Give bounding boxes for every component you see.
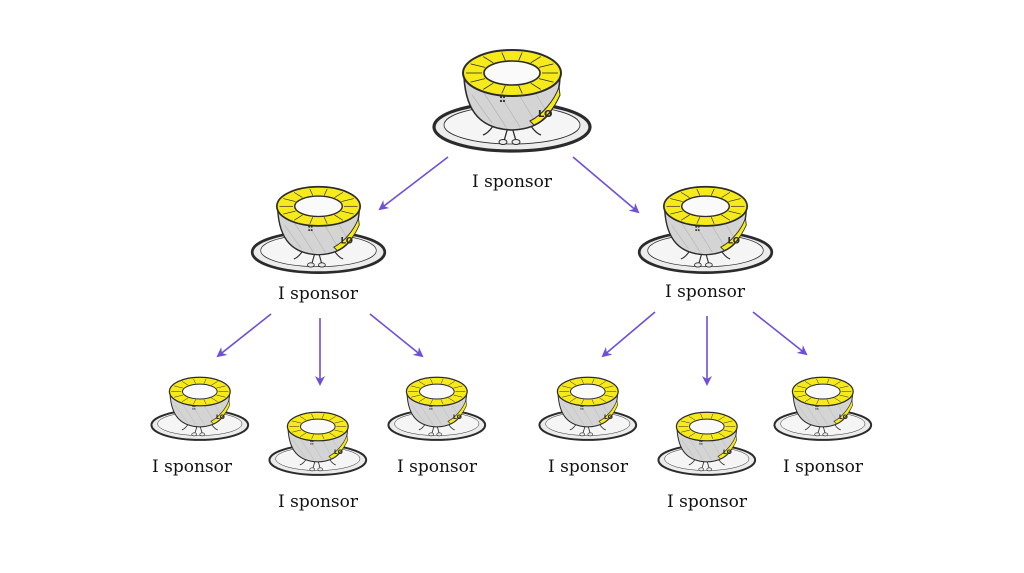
node-label-l2-left-a: I sponsor bbox=[152, 457, 232, 477]
pot-icon: LO bbox=[387, 376, 487, 441]
node-label-root: I sponsor bbox=[472, 172, 552, 192]
arrow-root-to-l1-right bbox=[572, 156, 640, 214]
node-label-l1-right: I sponsor bbox=[665, 282, 745, 302]
pot-icon: LO bbox=[538, 376, 638, 441]
pot-icon: LO bbox=[637, 185, 773, 274]
node-label-l2-left-b: I sponsor bbox=[278, 492, 358, 512]
node-l2-left-b: LO bbox=[262, 403, 374, 477]
node-label-l2-right-c: I sponsor bbox=[783, 457, 863, 477]
node-l2-left-a: LO bbox=[144, 368, 256, 442]
arrow-l1-right-to-l2-right-c bbox=[752, 311, 808, 356]
arrow-l1-left-to-l2-left-a bbox=[216, 313, 272, 358]
pot-icon: LO bbox=[268, 411, 368, 476]
node-root: LO bbox=[422, 35, 602, 155]
svg-text:LO: LO bbox=[453, 414, 462, 421]
node-l2-right-b: LO bbox=[651, 403, 763, 477]
arrow-root-to-l1-left bbox=[378, 156, 449, 211]
pot-icon: LO bbox=[657, 411, 757, 476]
node-l2-right-a: LO bbox=[532, 368, 644, 442]
svg-text:LO: LO bbox=[723, 449, 732, 456]
node-label-l2-right-b: I sponsor bbox=[667, 492, 747, 512]
node-l2-left-c: LO bbox=[381, 368, 493, 442]
node-label-l2-right-a: I sponsor bbox=[548, 457, 628, 477]
node-label-l2-left-c: I sponsor bbox=[397, 457, 477, 477]
node-l2-right-c: LO bbox=[767, 368, 879, 442]
svg-text:LO: LO bbox=[538, 109, 553, 120]
svg-text:LO: LO bbox=[216, 414, 225, 421]
pot-icon: LO bbox=[432, 49, 592, 153]
pot-icon: LO bbox=[773, 376, 873, 441]
pot-icon: LO bbox=[250, 185, 386, 274]
svg-text:LO: LO bbox=[604, 414, 613, 421]
node-l1-left: LO bbox=[242, 174, 395, 276]
pot-icon: LO bbox=[150, 376, 250, 441]
svg-text:LO: LO bbox=[340, 237, 352, 247]
svg-text:LO: LO bbox=[727, 237, 739, 247]
node-label-l1-left: I sponsor bbox=[278, 284, 358, 304]
svg-text:LO: LO bbox=[334, 449, 343, 456]
svg-text:LO: LO bbox=[839, 414, 848, 421]
arrow-l1-left-to-l2-left-c bbox=[369, 313, 424, 358]
node-l1-right: LO bbox=[629, 174, 782, 276]
arrow-l1-right-to-l2-right-a bbox=[601, 311, 656, 358]
